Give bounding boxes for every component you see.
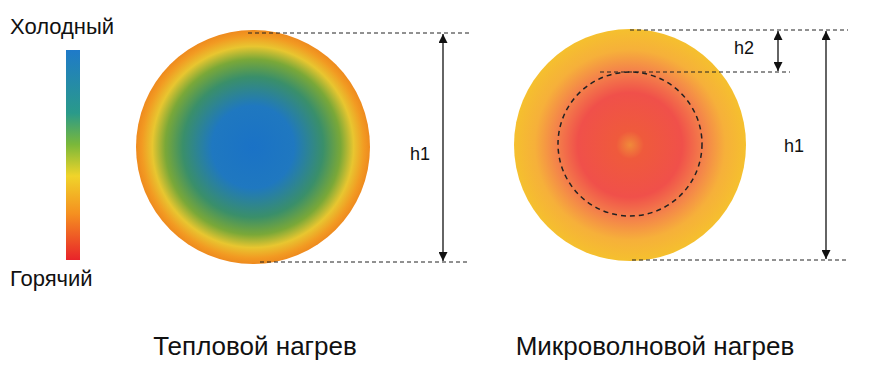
caption-label: Тепловой нагрев <box>153 332 357 362</box>
scale-label: Горячий <box>10 266 93 291</box>
dimension-label: h1 <box>410 144 430 165</box>
dimension-arrows <box>443 31 826 261</box>
extension-lines <box>248 30 848 262</box>
caption-label: Микроволновой нагрев <box>516 332 795 362</box>
dimension-label: h2 <box>734 38 754 59</box>
scale-label: Холодный <box>10 14 114 39</box>
thermal-sphere <box>136 30 370 264</box>
dimension-label: h1 <box>784 136 804 157</box>
inner-dashed-circle <box>558 72 702 216</box>
color-scale-bar <box>66 50 80 260</box>
microwave-sphere <box>514 29 746 261</box>
